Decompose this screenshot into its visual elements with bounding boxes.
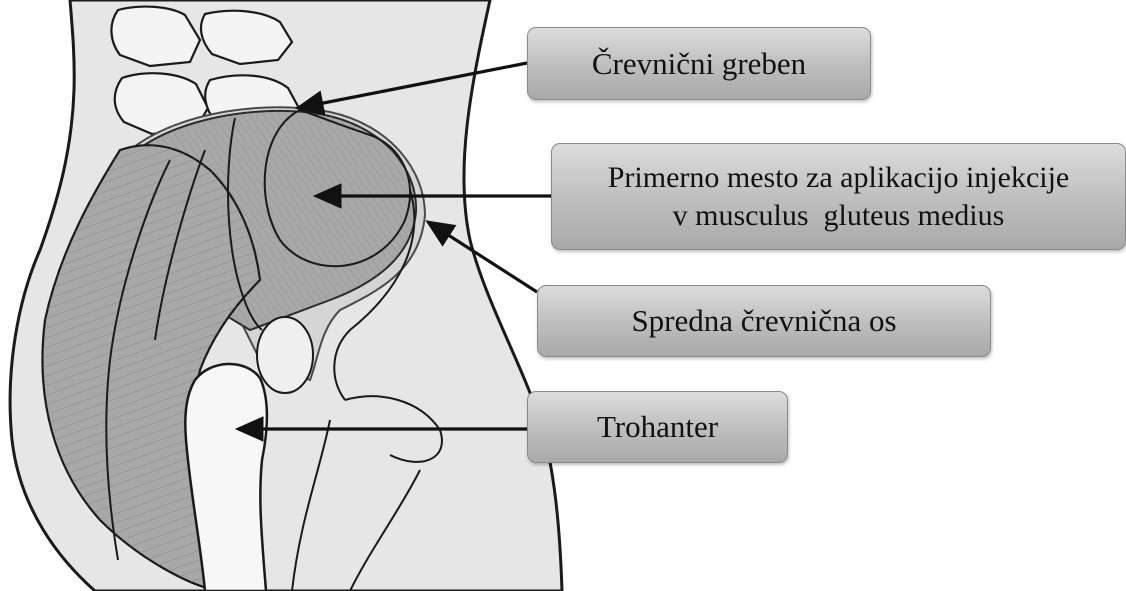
label-iliac-crest-text: Črevnični greben — [592, 45, 806, 83]
label-iliac-crest: Črevnični greben — [527, 27, 871, 100]
label-anterior-spine: Spredna črevnična os — [537, 285, 991, 357]
label-injection-site: Primerno mesto za aplikacijo injekcije v… — [551, 143, 1126, 250]
label-injection-site-line2: v musculus gluteus medius — [608, 197, 1070, 235]
label-trochanter: Trohanter — [527, 391, 788, 463]
label-injection-site-line1: Primerno mesto za aplikacijo injekcije — [608, 159, 1070, 197]
label-trochanter-text: Trohanter — [597, 408, 718, 446]
acetabulum — [257, 317, 313, 393]
label-anterior-spine-text: Spredna črevnična os — [631, 302, 896, 340]
